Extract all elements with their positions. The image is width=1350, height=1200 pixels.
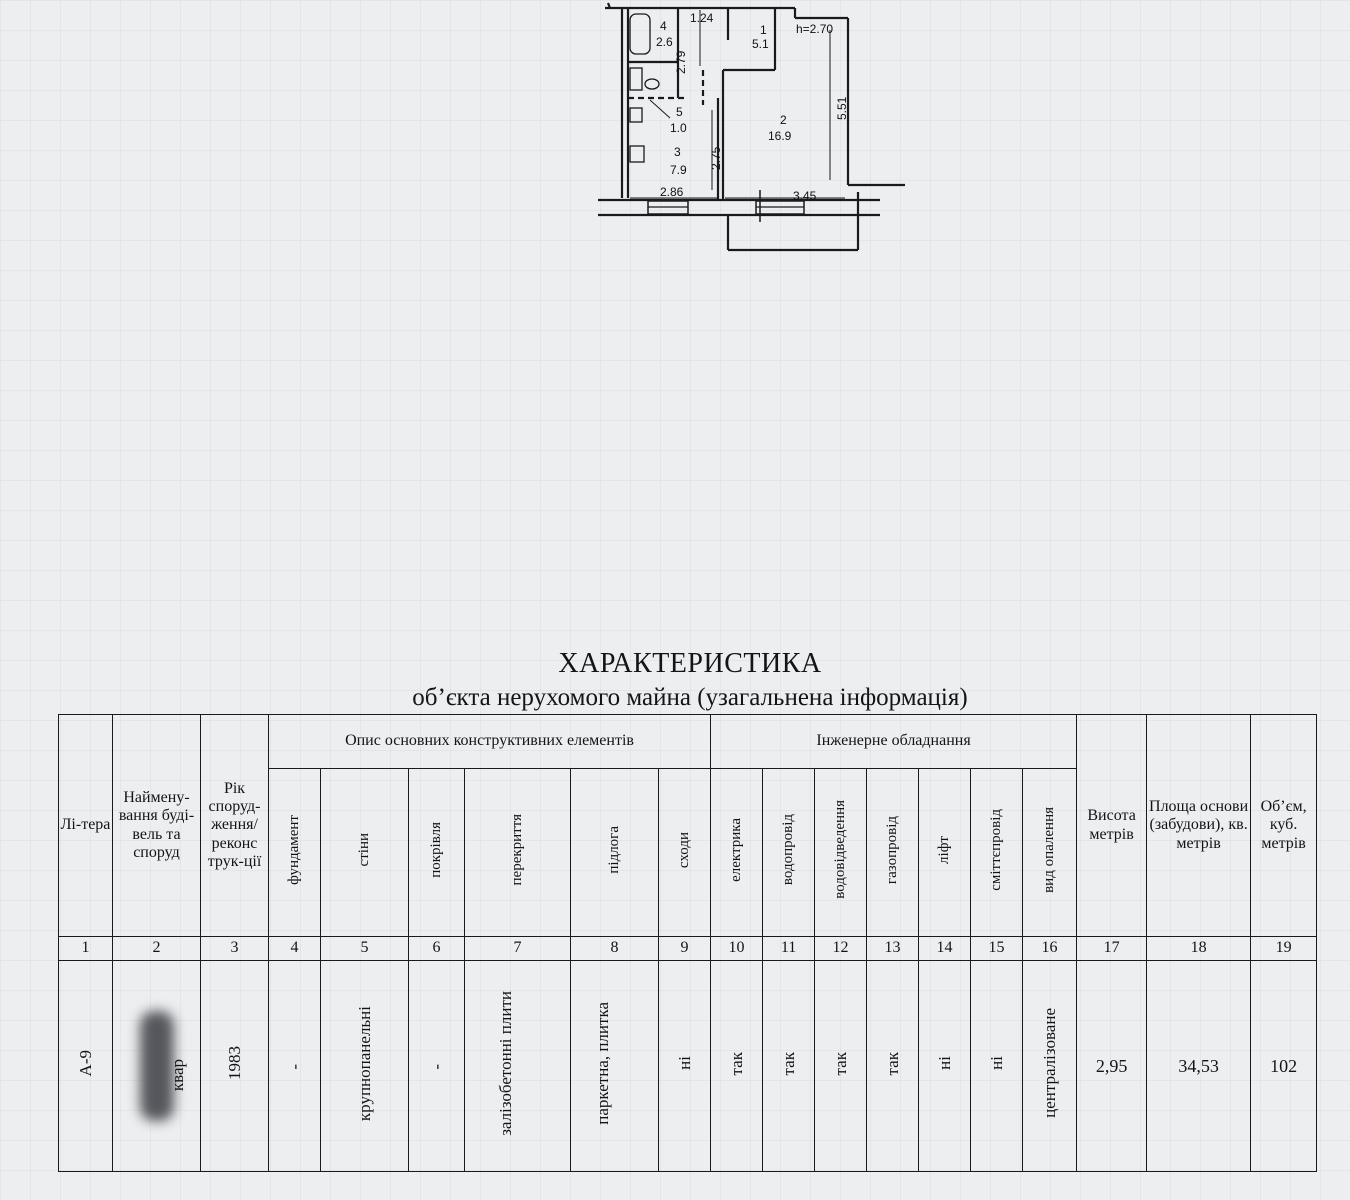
header-heating: вид опалення [1022, 768, 1078, 937]
col-num-11: 11 [762, 936, 816, 961]
col-num-6: 6 [408, 936, 465, 961]
document-title: ХАРАКТЕРИСТИКА [558, 648, 822, 679]
cell-height: 2,95 [1076, 960, 1148, 1172]
col-num-2: 2 [112, 936, 201, 961]
cell-slabs: залізобетонні плити [464, 960, 571, 1172]
cell-litera: А-9 [58, 960, 113, 1172]
plan-dim-1: 1.24 [690, 11, 714, 25]
plan-room-2-area: 16.9 [768, 129, 792, 143]
header-lift: ліфт [918, 768, 972, 937]
header-sewer: водовідведення [814, 768, 868, 937]
cell-walls: крупнопанельні [320, 960, 409, 1172]
plan-room-5-number: 5 [676, 105, 683, 119]
table-row: А-9 квар 1983 - крупнопанельні - залізоб… [58, 960, 1318, 1172]
document-subtitle: об’єкта нерухомого майна (узагальнена ін… [412, 684, 968, 711]
plan-dim-3: 5.51 [835, 96, 849, 120]
header-volume: Об’єм, куб. метрів [1250, 714, 1318, 937]
col-num-4: 4 [268, 936, 321, 961]
col-num-8: 8 [570, 936, 659, 961]
col-num-19: 19 [1250, 936, 1318, 961]
header-litera: Лі-тера [58, 714, 113, 937]
header-year: Рік споруд­ження/ реконс трук-ції [200, 714, 269, 937]
cell-volume: 102 [1250, 960, 1318, 1172]
col-num-13: 13 [866, 936, 920, 961]
plan-dim-6: 3.45 [793, 189, 817, 203]
col-num-9: 9 [657, 936, 712, 961]
cell-electric: так [710, 960, 764, 1172]
column-number-row: 1 2 3 4 5 6 7 8 9 10 11 12 13 14 15 16 1… [58, 936, 1318, 961]
cell-name: квар [112, 960, 201, 1172]
cell-heating: централізоване [1022, 960, 1078, 1172]
redaction-blur [139, 1011, 174, 1121]
header-foundation: фундамент [268, 768, 321, 937]
cell-garbage: ні [970, 960, 1024, 1172]
header-electric: електрика [710, 768, 764, 937]
header-water: водопровід [762, 768, 816, 937]
cell-foundation: - [268, 960, 321, 1172]
cell-lift: ні [918, 960, 972, 1172]
header-height: Висота метрів [1076, 714, 1148, 937]
col-num-7: 7 [464, 936, 571, 961]
header-gas: газопровід [866, 768, 920, 937]
col-num-3: 3 [200, 936, 269, 961]
col-num-10: 10 [710, 936, 764, 961]
plan-room-3-number: 3 [674, 145, 681, 159]
apartment-floor-plan: 1.24 h=2.70 4 2.6 1 5.1 2.79 5 1.0 2 16.… [598, 2, 905, 252]
plan-room-1-area: 5.1 [752, 37, 769, 51]
header-garbage: сміттєпровід [970, 768, 1024, 937]
cell-water: так [762, 960, 816, 1172]
plan-dim-2: 2.79 [674, 50, 688, 74]
cell-roof: - [408, 960, 465, 1172]
group-header-construction: Опис основних конструктивних елементів [267, 714, 712, 769]
header-name: Наймену-вання буді-вель та споруд [112, 714, 201, 937]
col-num-16: 16 [1022, 936, 1078, 961]
col-num-12: 12 [814, 936, 868, 961]
plan-room-4-number: 4 [660, 19, 667, 33]
plan-room-1-number: 1 [760, 23, 767, 37]
cell-sewer: так [814, 960, 868, 1172]
col-num-18: 18 [1146, 936, 1252, 961]
header-base-area: Площа основи (забудови), кв. метрів [1146, 714, 1252, 937]
plan-ceiling-height: h=2.70 [796, 22, 833, 36]
header-roof: покрівля [408, 768, 465, 937]
plan-room-4-area: 2.6 [656, 35, 673, 49]
header-slabs: перекриття [464, 768, 571, 937]
cell-base-area: 34,53 [1146, 960, 1252, 1172]
col-num-5: 5 [320, 936, 409, 961]
col-num-14: 14 [918, 936, 972, 961]
cell-floor: паркетна, плитка [570, 960, 659, 1172]
group-header-engineering: Інженерне обладнання [710, 714, 1078, 769]
col-num-1: 1 [58, 936, 113, 961]
col-num-15: 15 [970, 936, 1024, 961]
plan-dim-5: 2.86 [660, 185, 684, 199]
header-stairs: сходи [657, 768, 712, 937]
plan-room-2-number: 2 [780, 113, 787, 127]
cell-gas: так [866, 960, 920, 1172]
plan-room-5-area: 1.0 [670, 121, 687, 135]
cell-stairs: ні [657, 960, 712, 1172]
header-floor: підлога [570, 768, 659, 937]
characteristics-table: Лі-тера Наймену-вання буді-вель та спору… [58, 714, 1318, 1172]
header-walls: стіни [320, 768, 409, 937]
plan-dim-4: 2.75 [709, 146, 723, 170]
plan-room-3-area: 7.9 [670, 163, 687, 177]
cell-year: 1983 [200, 960, 269, 1172]
col-num-17: 17 [1076, 936, 1148, 961]
